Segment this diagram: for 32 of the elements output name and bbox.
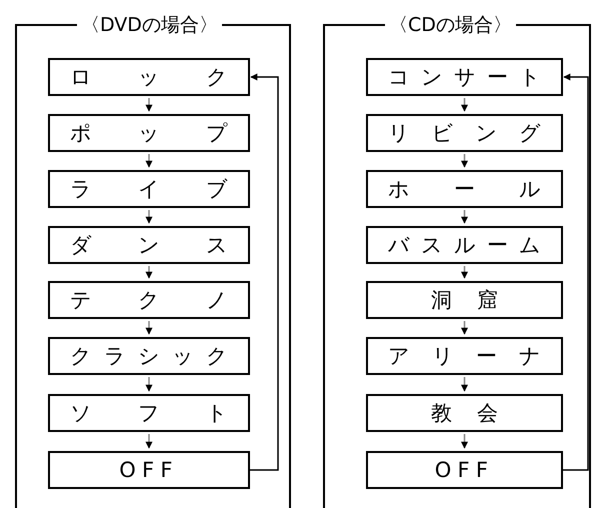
mode-box: アリーナ [366,337,563,375]
arrow [146,154,152,168]
arrow [461,210,468,224]
arrow [146,434,152,449]
mode-box: ライブ [48,170,250,208]
arrow [146,321,152,335]
mode-box: ポップ [48,114,250,152]
arrow [563,74,589,471]
mode-box: リビング [366,114,563,152]
mode-box: クラシック [48,337,250,375]
arrow [461,154,468,168]
mode-box: テクノ [48,281,250,319]
arrow [146,377,152,392]
arrow [461,98,468,112]
mode-box: コンサート [366,58,563,96]
mode-box: OFF [366,451,563,489]
arrow [461,321,468,335]
arrow [146,266,152,279]
arrow [146,210,152,224]
mode-box: ホール [366,170,563,208]
mode-box: ダンス [48,226,250,264]
arrow [250,74,279,471]
arrow [461,377,468,392]
arrow [461,434,468,449]
mode-box: ソフト [48,394,250,432]
arrow [461,266,468,279]
mode-box: 教会 [366,394,563,432]
arrow [146,98,152,112]
mode-box: 洞窟 [366,281,563,319]
mode-box: ロック [48,58,250,96]
mode-box: OFF [48,451,250,489]
mode-box: バスルーム [366,226,563,264]
